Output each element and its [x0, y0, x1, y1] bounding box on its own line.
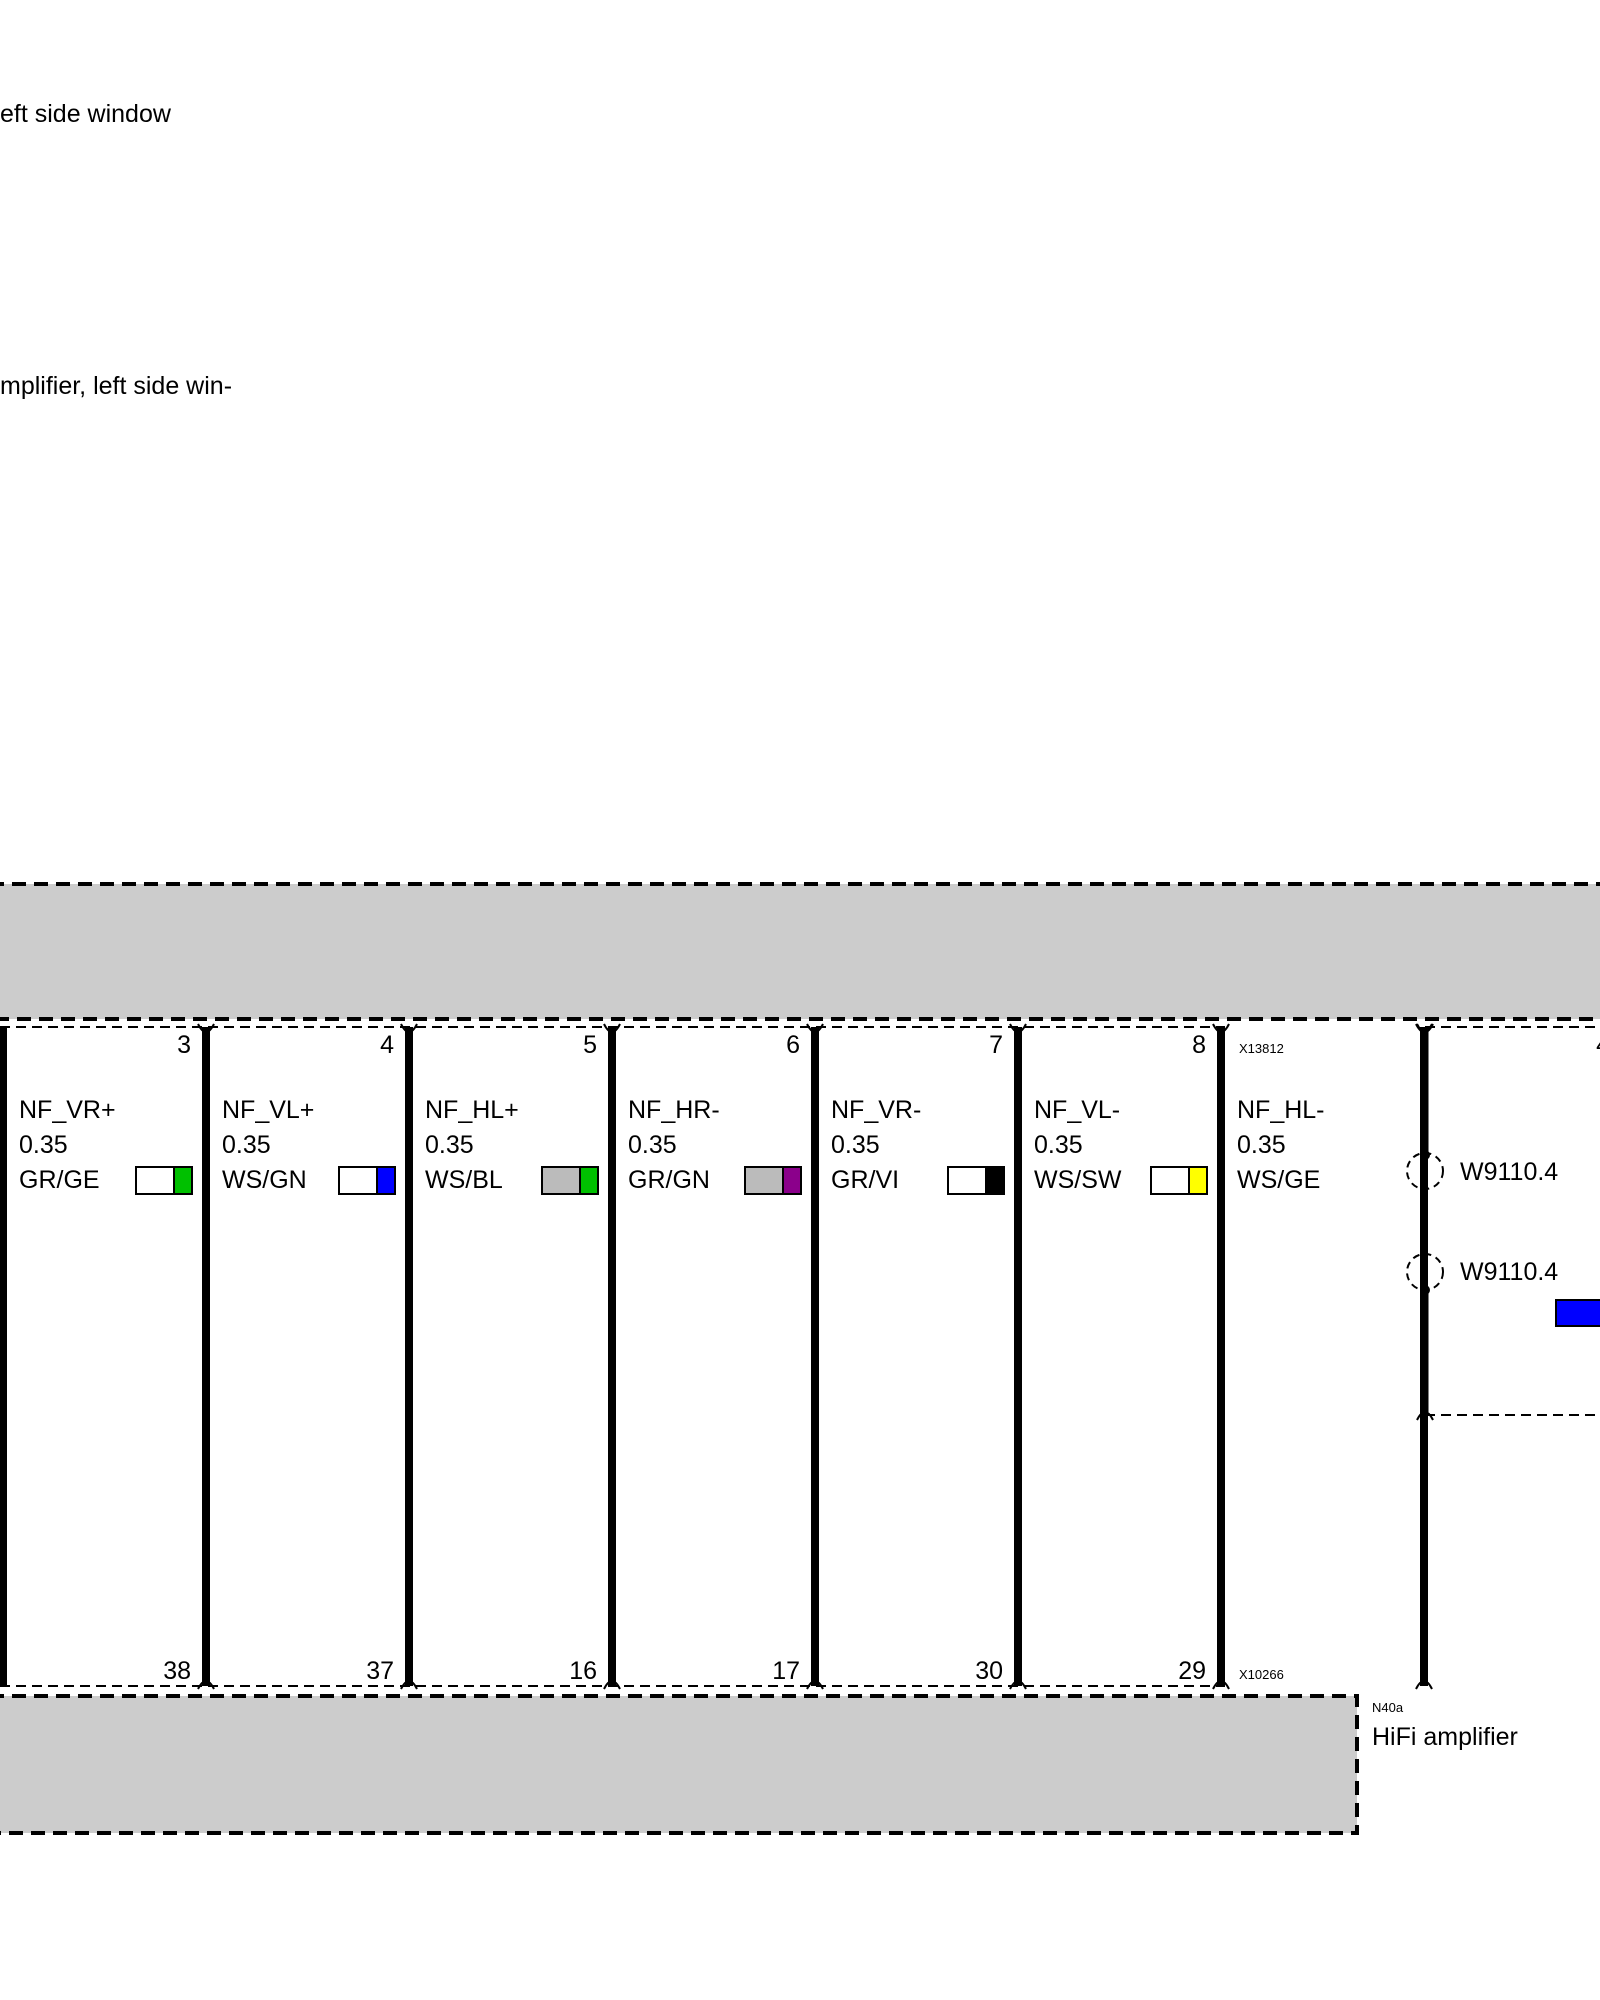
- color-swatch-base-3: [541, 1166, 581, 1195]
- color-swatch-base-5: [947, 1166, 987, 1195]
- connector-bottom-label: X10266: [1239, 1667, 1284, 1682]
- color-swatch-stripe-3: [579, 1166, 599, 1195]
- signal-name-6: NF_VL-: [1034, 1096, 1120, 1124]
- bottom-pin-37: 37: [366, 1657, 394, 1685]
- splice-pin-top: [1416, 1023, 1434, 1033]
- splice-dot-lower: [1420, 1285, 1430, 1295]
- color-code-5: GR/VI: [831, 1166, 899, 1194]
- color-swatch-base-6: [1150, 1166, 1190, 1195]
- pin-arc-bottom-5: [1009, 1680, 1027, 1690]
- connector-top-label: X13812: [1239, 1041, 1284, 1056]
- top-pin-6: 6: [786, 1031, 800, 1059]
- color-swatch-stripe-5: [985, 1166, 1005, 1195]
- splice-label-upper: W9110.4: [1460, 1158, 1558, 1186]
- pin-arc-bottom-4: [806, 1680, 824, 1690]
- pin-arc-top-4: [806, 1023, 824, 1033]
- color-swatch-base-1: [135, 1166, 175, 1195]
- pin-arc-top-6: [1212, 1023, 1230, 1033]
- wire-size-1: 0.35: [19, 1131, 68, 1159]
- signal-name-1: NF_VR+: [19, 1096, 116, 1124]
- wire-size-5: 0.35: [831, 1131, 880, 1159]
- top-pin-8: 8: [1192, 1031, 1206, 1059]
- color-code-1: GR/GE: [19, 1166, 100, 1194]
- pin-arc-bottom-2: [400, 1680, 418, 1690]
- pin-arc-top-1: [197, 1023, 215, 1033]
- bottom-pin-16: 16: [569, 1657, 597, 1685]
- pin-arc-bottom-3: [603, 1680, 621, 1690]
- color-swatch-stripe-4: [782, 1166, 802, 1195]
- signal-name-7: NF_HL-: [1237, 1096, 1325, 1124]
- upper-housing: [0, 882, 1600, 1021]
- color-swatch-stripe-6: [1188, 1166, 1208, 1195]
- color-code-2: WS/GN: [222, 1166, 307, 1194]
- pin-arc-top-3: [603, 1023, 621, 1033]
- splice-circle-upper: [1406, 1152, 1444, 1190]
- color-code-3: WS/BL: [425, 1166, 503, 1194]
- bottom-pin-30: 30: [975, 1657, 1003, 1685]
- signal-name-3: NF_HL+: [425, 1096, 519, 1124]
- pin-arc-top-2: [400, 1023, 418, 1033]
- top-pin-7: 7: [989, 1031, 1003, 1059]
- pin-arc-bottom-7: [1415, 1680, 1433, 1690]
- top-pin-3: 3: [177, 1031, 191, 1059]
- top-pin-4: 4: [380, 1031, 394, 1059]
- top-pin-5: 5: [583, 1031, 597, 1059]
- bottom-pin-38: 38: [163, 1657, 191, 1685]
- right-color-swatch: [1555, 1299, 1600, 1327]
- signal-name-5: NF_VR-: [831, 1096, 921, 1124]
- splice-dot-upper: [1420, 1150, 1430, 1160]
- caption-mid: mplifier, left side win-: [0, 372, 232, 400]
- splice-pin-bottom: [1416, 1411, 1434, 1421]
- splice-label-lower: W9110.4: [1460, 1258, 1558, 1286]
- wire-size-6: 0.35: [1034, 1131, 1083, 1159]
- pin-arc-top-5: [1009, 1023, 1027, 1033]
- component-code: N40a: [1372, 1700, 1404, 1715]
- color-code-7: WS/GE: [1237, 1166, 1320, 1194]
- right-pin-partial: 4: [1596, 1031, 1600, 1059]
- color-swatch-stripe-1: [173, 1166, 193, 1195]
- color-code-4: GR/GN: [628, 1166, 710, 1194]
- wire-size-7: 0.35: [1237, 1131, 1286, 1159]
- color-swatch-base-2: [338, 1166, 378, 1195]
- color-code-6: WS/SW: [1034, 1166, 1122, 1194]
- lower-housing: [0, 1694, 1359, 1835]
- pin-arc-bottom-6: [1212, 1680, 1230, 1690]
- wire-size-4: 0.35: [628, 1131, 677, 1159]
- color-swatch-stripe-2: [376, 1166, 396, 1195]
- color-swatch-base-4: [744, 1166, 784, 1195]
- wire-size-2: 0.35: [222, 1131, 271, 1159]
- bottom-pin-29: 29: [1178, 1657, 1206, 1685]
- signal-name-4: NF_HR-: [628, 1096, 720, 1124]
- wire-size-3: 0.35: [425, 1131, 474, 1159]
- pin-arc-bottom-1: [197, 1680, 215, 1690]
- caption-top: eft side window: [0, 100, 172, 128]
- component-name: HiFi amplifier: [1372, 1723, 1518, 1751]
- signal-name-2: NF_VL+: [222, 1096, 314, 1124]
- bottom-pin-17: 17: [772, 1657, 800, 1685]
